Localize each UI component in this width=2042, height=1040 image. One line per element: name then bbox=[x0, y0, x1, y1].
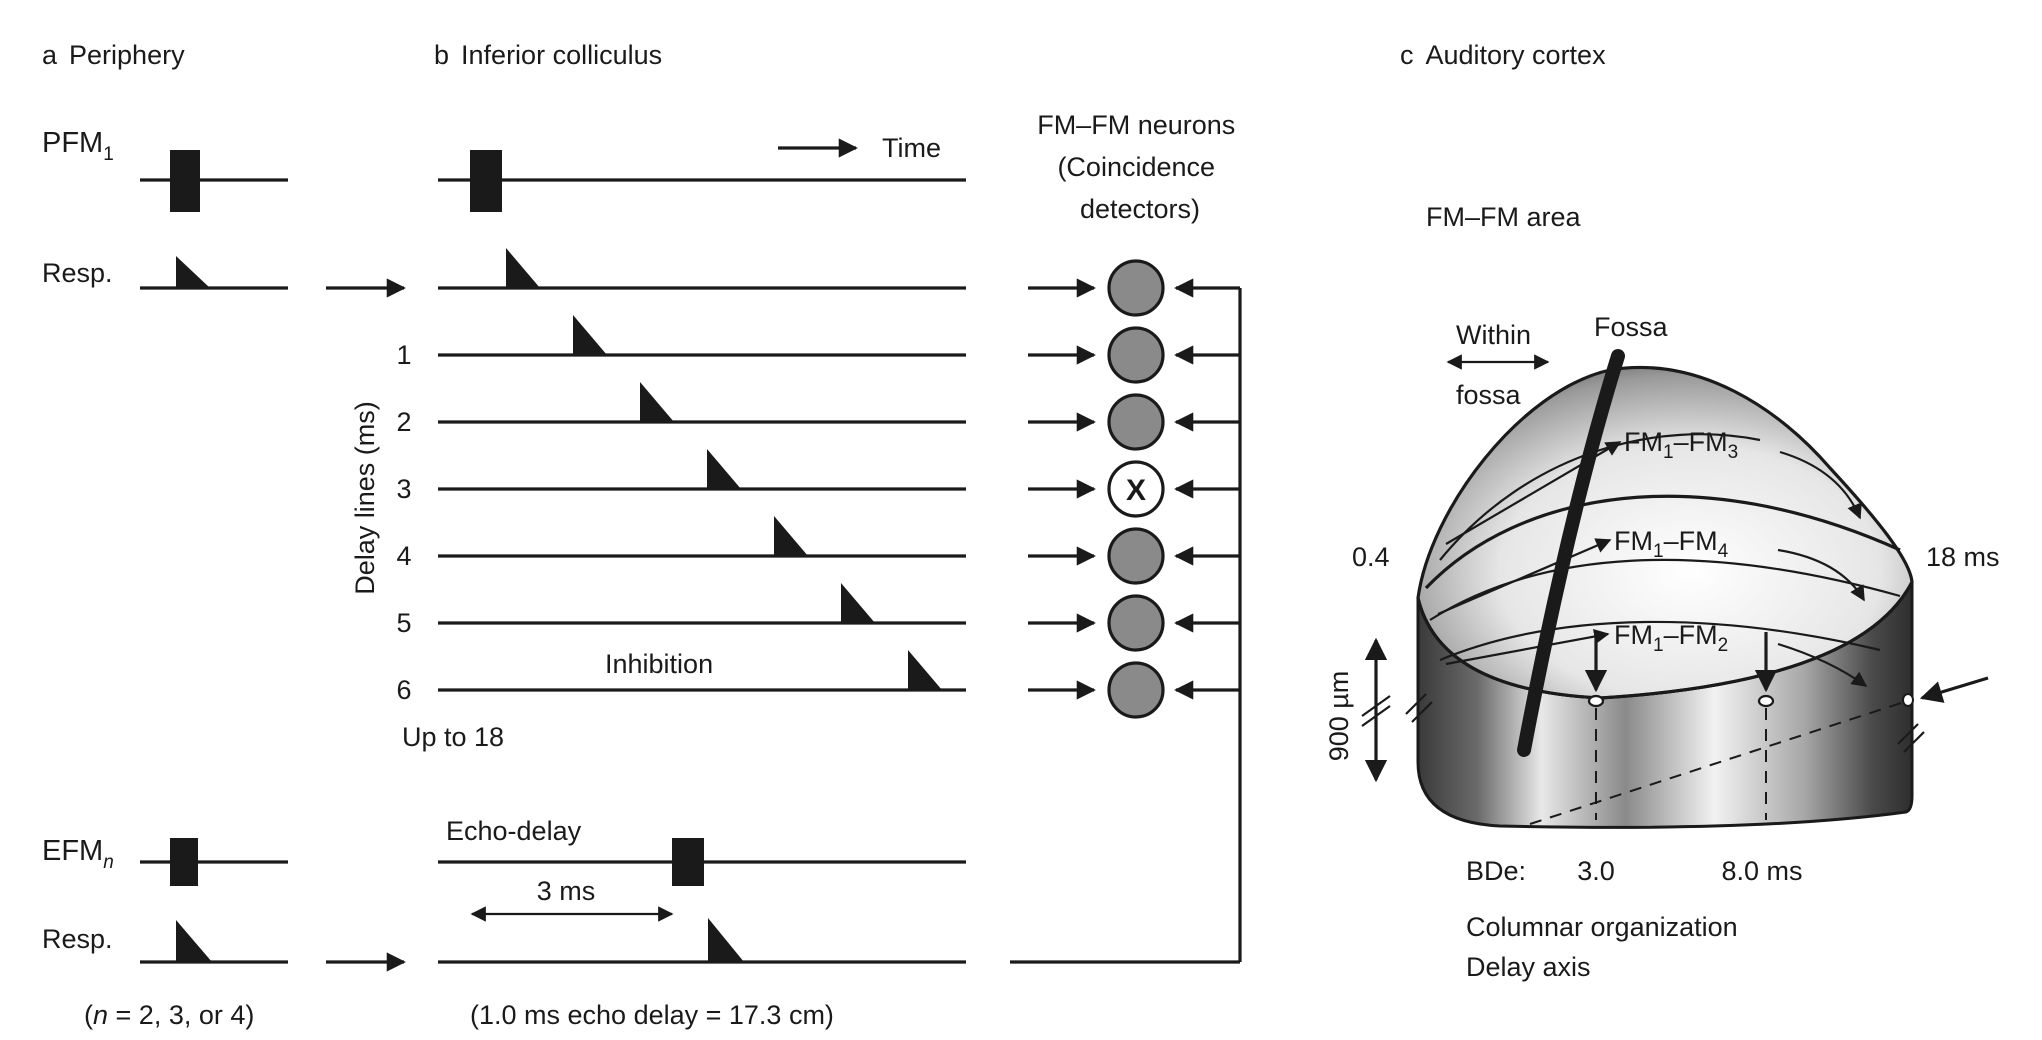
delay-tick-1: 1 bbox=[396, 340, 411, 370]
neuron-2 bbox=[1107, 393, 1165, 451]
break-mark-left-1 bbox=[1405, 693, 1427, 715]
delay-lines-axis-label: Delay lines (ms) bbox=[350, 401, 380, 595]
resp1-spike bbox=[176, 256, 210, 288]
delay-response-3 bbox=[707, 449, 741, 489]
depth-break-1 bbox=[1361, 695, 1391, 717]
within-label: Within bbox=[1456, 320, 1531, 350]
fossa-stripe bbox=[1517, 349, 1625, 757]
ic-echo-resp-spike bbox=[708, 918, 744, 962]
ic-pfm1-pulse bbox=[470, 150, 502, 212]
delay-tick-5: 5 bbox=[396, 608, 411, 638]
inhibition-label: Inhibition bbox=[605, 649, 713, 679]
band-fm1-fm2-arrow-out bbox=[1777, 642, 1868, 687]
cortex-panel: FM–FM area Within fossa Fossa FM1–FM3 FM… bbox=[1324, 202, 2000, 982]
delay-axis-dash bbox=[1529, 701, 1905, 825]
efmn-label: EFMn bbox=[42, 835, 114, 873]
break-mark-right-2 bbox=[1903, 731, 1925, 753]
break-mark-right-1 bbox=[1897, 723, 1919, 745]
site-edge-arrow bbox=[1919, 676, 1989, 703]
interval-label: 3 ms bbox=[537, 876, 596, 906]
delay-tick-6: 6 bbox=[396, 675, 411, 705]
bde-label: BDe: bbox=[1466, 856, 1526, 886]
right-delay-label: 18 ms bbox=[1926, 542, 2000, 572]
delay-response-2 bbox=[640, 382, 674, 422]
cortex-caption: Columnar organization Delay axis bbox=[1466, 912, 1745, 982]
efmn-pulse bbox=[170, 838, 198, 886]
delay-response-5 bbox=[841, 583, 875, 623]
periphery-panel: PFM1 Resp. EFMn Resp. (n = 2, 3, or 4) bbox=[42, 127, 406, 1030]
echo-delay-conversion: (1.0 ms echo delay = 17.3 cm) bbox=[470, 1000, 834, 1030]
fossa-label: Fossa bbox=[1594, 312, 1669, 342]
delay-tick-2: 2 bbox=[396, 407, 411, 437]
resp2-spike bbox=[176, 920, 212, 962]
n-values-note: (n = 2, 3, or 4) bbox=[84, 1000, 254, 1030]
coincidence-mark: X bbox=[1126, 474, 1146, 507]
contour-3 bbox=[1429, 558, 1901, 621]
site-3ms-marker bbox=[1587, 694, 1605, 708]
band-fm1-fm4-arrow-in bbox=[1437, 538, 1612, 616]
band-fm1-fm4-label: FM1–FM4 bbox=[1614, 526, 1729, 562]
bde-3ms-label: 3.0 bbox=[1577, 856, 1615, 886]
site-edge-marker bbox=[1902, 693, 1914, 707]
neuron-rows: X bbox=[1028, 259, 1240, 719]
echo-delay-label: Echo-delay bbox=[446, 816, 582, 846]
neuron-4 bbox=[1107, 527, 1165, 585]
neuron-0 bbox=[1107, 259, 1165, 317]
depth-break-2 bbox=[1361, 705, 1391, 727]
band-fm1-fm3-label: FM1–FM3 bbox=[1624, 427, 1738, 463]
cortex-rim bbox=[1416, 581, 1914, 700]
site-8ms-marker bbox=[1757, 694, 1775, 708]
pfm1-pulse bbox=[170, 150, 200, 212]
time-label: Time bbox=[882, 133, 941, 163]
bde-8ms-label: 8.0 ms bbox=[1721, 856, 1802, 886]
coincident-neuron bbox=[1107, 460, 1165, 518]
delay-tick-3: 3 bbox=[396, 474, 411, 504]
fm-fm-area-label: FM–FM area bbox=[1426, 202, 1582, 232]
band-fm1-fm2-arrow-in bbox=[1445, 628, 1610, 666]
neuron-1 bbox=[1107, 326, 1165, 384]
band-fm1-fm3-arrow-out bbox=[1779, 450, 1862, 520]
delay-response-6 bbox=[908, 650, 942, 690]
band-fm1-fm4-arrow-out bbox=[1777, 548, 1865, 602]
delay-response-0 bbox=[506, 248, 540, 288]
neuron-6 bbox=[1107, 661, 1165, 719]
neuron-5 bbox=[1107, 594, 1165, 652]
delay-response-4 bbox=[774, 516, 808, 556]
band-fm1-fm3-arrow-in bbox=[1445, 441, 1622, 545]
fm-fm-neurons: FM–FM neurons (Coincidence detectors) X bbox=[1010, 110, 1243, 964]
band-fm1-fm2-label: FM1–FM2 bbox=[1614, 620, 1728, 656]
delay-lines: 1 2 3 4 5 6 bbox=[396, 248, 966, 705]
contour-4 bbox=[1439, 620, 1881, 662]
delay-response-1 bbox=[573, 315, 607, 355]
ic-echo-pulse bbox=[672, 838, 704, 886]
left-delay-label: 0.4 bbox=[1352, 542, 1390, 572]
pfm1-label: PFM1 bbox=[42, 127, 114, 165]
resp2-label: Resp. bbox=[42, 924, 113, 954]
break-mark-left-2 bbox=[1411, 701, 1433, 723]
resp1-label: Resp. bbox=[42, 258, 113, 288]
neurons-title: FM–FM neurons (Coincidence detectors) bbox=[1037, 110, 1243, 224]
depth-label: 900 µm bbox=[1324, 671, 1354, 762]
contour-2 bbox=[1424, 494, 1901, 590]
up-to-18-label: Up to 18 bbox=[402, 722, 504, 752]
fossa-short-label: fossa bbox=[1456, 380, 1522, 410]
delay-tick-4: 4 bbox=[396, 541, 411, 571]
